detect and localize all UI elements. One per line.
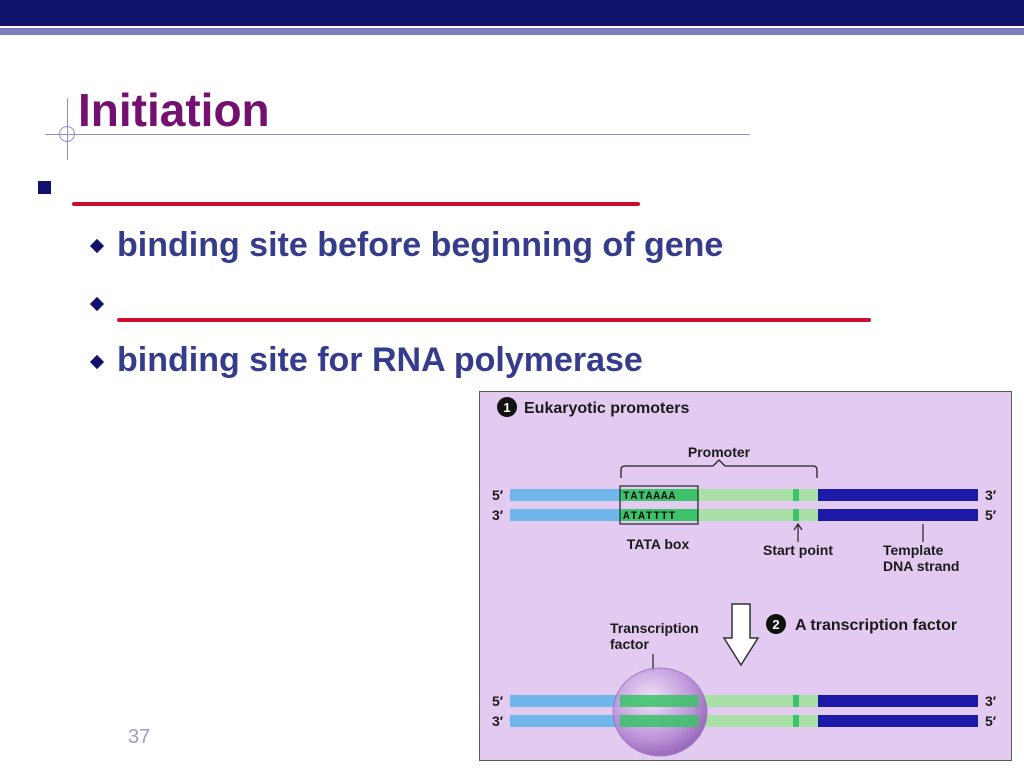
dna-top-start	[793, 489, 799, 501]
dna-top-gene	[818, 489, 978, 501]
tf-label-line1: Transcription	[610, 620, 699, 636]
dna-bottom-promoter	[698, 509, 818, 521]
step-1-title: Eukaryotic promoters	[524, 400, 689, 417]
dna2-top-5-prime: 5′	[492, 693, 504, 709]
dna2-top-promoter	[698, 695, 818, 707]
tata-seq-bottom: ATATTTT	[623, 511, 676, 523]
bottom-5-prime: 5′	[985, 507, 997, 523]
down-arrow-icon	[722, 603, 760, 667]
dna-bottom-upstream	[510, 509, 620, 521]
dna-bottom-tata	[620, 509, 698, 521]
dna-top-tata	[620, 489, 698, 501]
start-point-arrow-icon	[793, 522, 803, 542]
slide-title: Initiation	[78, 84, 270, 136]
tf-bound-tata-top	[620, 695, 698, 707]
promoter-figure: 1 Eukaryotic promoters Promoter TATAAAA …	[479, 391, 1012, 761]
dna2-bottom-upstream	[510, 715, 620, 727]
dna2-top-upstream	[510, 695, 620, 707]
header-band	[0, 0, 1024, 26]
fill-in-blank-1	[72, 202, 640, 206]
title-crosshair-circle	[59, 126, 75, 142]
sub-bullet-1: binding site before beginning of gene	[117, 226, 724, 264]
top-3-prime: 3′	[985, 487, 997, 503]
template-label-line2: DNA strand	[883, 558, 960, 574]
bottom-3-prime: 3′	[492, 507, 504, 523]
header-stripe	[0, 28, 1024, 35]
diamond-bullet-icon	[89, 238, 105, 254]
step-2-badge	[766, 614, 786, 634]
promoter-diagram: 1 Eukaryotic promoters Promoter TATAAAA …	[492, 397, 997, 757]
fill-in-blank-2	[117, 318, 871, 322]
dna-bottom-gene	[818, 509, 978, 521]
dna-top-promoter	[698, 489, 818, 501]
tata-box-label: TATA box	[627, 536, 690, 552]
step-2-number: 2	[772, 617, 779, 632]
dna2-top-3-prime: 3′	[985, 693, 997, 709]
tata-seq-top: TATAAAA	[623, 491, 676, 503]
dna2-bottom-start	[793, 715, 799, 727]
dna-bottom-start	[793, 509, 799, 521]
dna2-bottom-promoter	[698, 715, 818, 727]
promoter-bracket	[620, 459, 818, 478]
promoter-label: Promoter	[688, 444, 751, 460]
step-1-number: 1	[503, 400, 510, 415]
template-label-line1: Template	[883, 542, 944, 558]
tata-box-outline	[619, 485, 699, 525]
title-underline	[45, 134, 750, 135]
tf-bound-tata-bottom	[620, 715, 698, 727]
step-2-title: A transcription factor	[795, 617, 957, 634]
slide-number: 37	[128, 726, 151, 748]
diamond-bullet-icon	[89, 354, 105, 370]
dna2-bottom-3-prime: 3′	[492, 713, 504, 729]
top-5-prime: 5′	[492, 487, 504, 503]
transcription-factor-bubble	[612, 667, 708, 757]
start-point-label: Start point	[763, 542, 833, 558]
dna2-top-gene	[818, 695, 978, 707]
diamond-bullet-icon	[89, 296, 105, 312]
dna2-bottom-5-prime: 5′	[985, 713, 997, 729]
tf-label-line2: factor	[610, 636, 649, 652]
dna2-bottom-gene	[818, 715, 978, 727]
dna-top-upstream	[510, 489, 620, 501]
dna2-top-start	[793, 695, 799, 707]
square-bullet-icon	[38, 181, 51, 194]
sub-bullet-2: binding site for RNA polymerase	[117, 341, 643, 379]
step-1-badge	[497, 397, 517, 417]
